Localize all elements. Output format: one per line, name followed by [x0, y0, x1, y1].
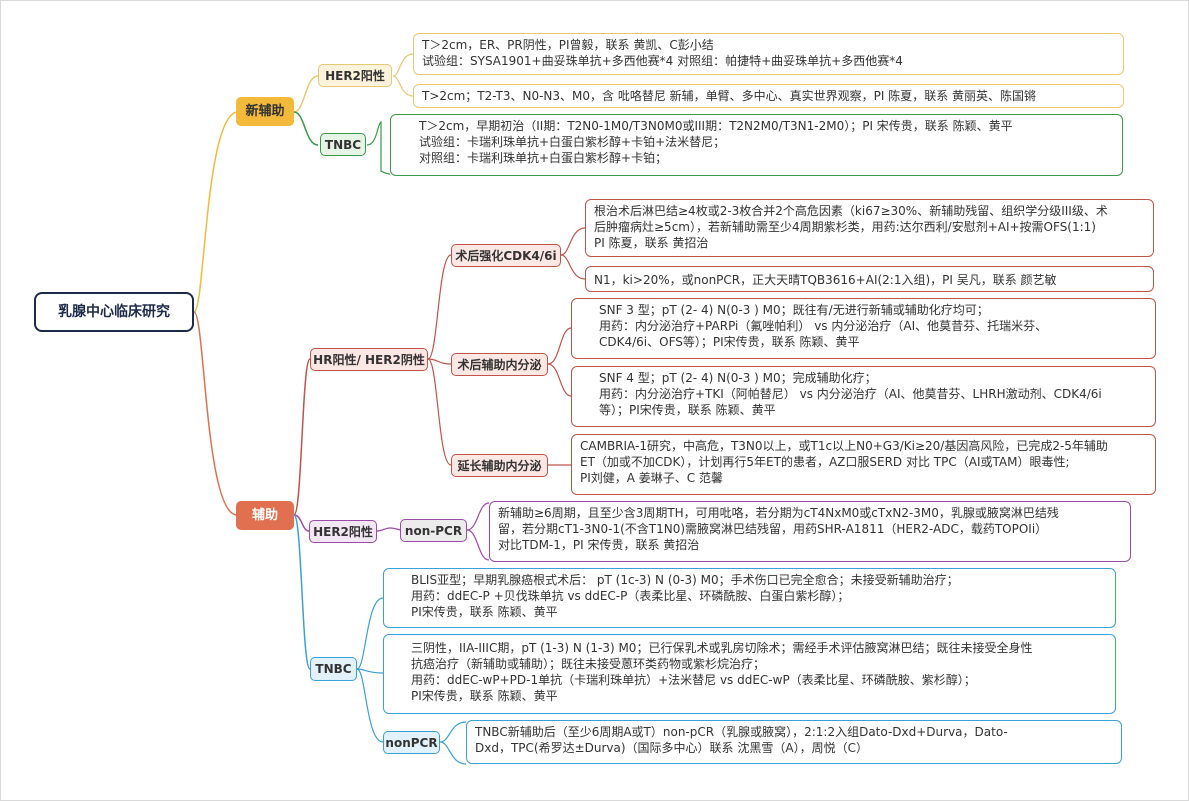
leaf-endo-1[interactable]: SNF 3 型；pT (2- 4) N(0-3 ) M0；既往有/无进行新辅或辅…	[571, 298, 1156, 359]
branch-cdk46i[interactable]: 术后强化CDK4/6i	[451, 244, 561, 267]
leaf-line: BLIS亚型；早期乳腺癌根式术后： pT (1c-3) N (0-3) M0；手…	[411, 573, 959, 587]
branch-endocrine[interactable]: 术后辅助内分泌	[451, 353, 548, 376]
leaf-line: 试验组：卡瑞利珠单抗+白蛋白紫杉醇+卡铂+法米替尼；	[419, 135, 726, 149]
leaf-line: 抗癌治疗（新辅助或辅助）；既往未接受蒽环类药物或紫杉烷治疗；	[411, 657, 766, 671]
leaf-line: PI宋传贵，联系 陈颖、黄平	[411, 689, 558, 703]
leaf-line: 新辅助≥6周期，且至少含3周期TH，可用吡咯，若分期为cT4NxM0或cTxN2…	[498, 506, 1059, 520]
leaf-line: N1，ki>20%，或nonPCR，正大天晴TQB3616+AI(2:1入组)，…	[594, 273, 1057, 287]
leaf-cdk-2[interactable]: N1，ki>20%，或nonPCR，正大天晴TQB3616+AI(2:1入组)，…	[585, 266, 1154, 292]
leaf-neo-tnbc-1[interactable]: T＞2cm，早期初治（II期：T2N0-1M0/T3N0M0或III期：T2N2…	[390, 114, 1123, 176]
leaf-line: 根治术后淋巴结≥4枚或2-3枚合并2个高危因素（ki67≥30%、新辅助残留、组…	[594, 204, 1108, 218]
branch-neoadjuvant[interactable]: 新辅助	[236, 97, 294, 126]
leaf-line: SNF 3 型；pT (2- 4) N(0-3 ) M0；既往有/无进行新辅或辅…	[599, 303, 989, 317]
leaf-line: PI宋传贵，联系 陈颖、黄平	[411, 605, 558, 619]
branch-her2-nonpcr[interactable]: non-PCR	[400, 519, 467, 542]
branch-adj-tnbc[interactable]: TNBC	[310, 657, 357, 681]
leaf-line: 留，若分期cT1-3N0-1(不含T1N0)需腋窝淋巴结残留，用药SHR-A18…	[498, 522, 1048, 536]
leaf-line: 对照组：卡瑞利珠单抗+白蛋白紫杉醇+卡铂；	[419, 151, 668, 165]
leaf-tnbc-2[interactable]: 三阴性，IIA-IIIC期，pT (1-3) N (1-3) M0；已行保乳术或…	[383, 634, 1116, 714]
leaf-line: T＞2cm，早期初治（II期：T2N0-1M0/T3N0M0或III期：T2N2…	[419, 119, 1013, 133]
leaf-line: 等）；PI宋传贵，联系 陈颖、黄平	[599, 403, 776, 417]
leaf-line: 用药：ddEC-wP+PD-1单抗（卡瑞利珠单抗）+法米替尼 vs ddEC-w…	[411, 673, 976, 687]
leaf-line: PI刘健，A 姜琳子、C 范馨	[580, 471, 723, 485]
branch-adjuvant[interactable]: 辅助	[236, 501, 294, 530]
leaf-line: 用药：内分泌治疗+TKI（阿帕替尼） vs 内分泌治疗（AI、他莫昔芬、LHRH…	[599, 387, 1102, 401]
leaf-line: PI 陈夏，联系 黄招治	[594, 236, 709, 250]
leaf-line: CDK4/6i、OFS等）；PI宋传贵，联系 陈颖、黄平	[599, 335, 860, 349]
branch-hr-positive[interactable]: HR阳性/ HER2阴性	[310, 348, 428, 371]
branch-neo-her2[interactable]: HER2阳性	[318, 64, 392, 87]
leaf-line: T>2cm；T2-T3、N0-N3、M0，含 吡咯替尼 新辅，单臂、多中心、真实…	[422, 89, 1037, 103]
leaf-ext-1[interactable]: CAMBRIA-1研究，中高危，T3N0以上，或T1c以上N0+G3/Ki≥20…	[571, 434, 1156, 495]
leaf-line: 三阴性，IIA-IIIC期，pT (1-3) N (1-3) M0；已行保乳术或…	[411, 641, 1033, 655]
leaf-line: SNF 4 型；pT (2- 4) N(0-3 ) M0；完成辅助化疗；	[599, 371, 877, 385]
leaf-line: 用药：ddEC-P +贝伐珠单抗 vs ddEC-P（表柔比星、环磷酰胺、白蛋白…	[411, 589, 850, 603]
leaf-line: CAMBRIA-1研究，中高危，T3N0以上，或T1c以上N0+G3/Ki≥20…	[580, 439, 1108, 453]
leaf-tnbc-nonpcr-1[interactable]: TNBC新辅助后（至少6周期A或T）non-pCR（乳腺或腋窝），2:1:2入组…	[466, 720, 1122, 764]
leaf-line: TNBC新辅助后（至少6周期A或T）non-pCR（乳腺或腋窝），2:1:2入组…	[475, 725, 1008, 739]
leaf-neo-her2-2[interactable]: T>2cm；T2-T3、N0-N3、M0，含 吡咯替尼 新辅，单臂、多中心、真实…	[413, 84, 1124, 108]
leaf-line: Dxd，TPC(希罗达±Durva)（国际多中心）联系 沈黑雪（A），周悦（C）	[475, 741, 868, 755]
root-node[interactable]: 乳腺中心临床研究	[34, 292, 194, 332]
leaf-line: 试验组：SYSA1901+曲妥珠单抗+多西他赛*4 对照组：帕捷特+曲妥珠单抗+…	[422, 54, 903, 68]
branch-tnbc-nonpcr[interactable]: nonPCR	[383, 731, 440, 754]
leaf-line: ET（加或不加CDK），计划再行5年ET的患者，AZ口服SERD 对比 TPC（…	[580, 455, 1070, 469]
leaf-endo-2[interactable]: SNF 4 型；pT (2- 4) N(0-3 ) M0；完成辅助化疗； 用药：…	[571, 366, 1156, 427]
branch-adj-her2[interactable]: HER2阳性	[309, 520, 377, 543]
leaf-line: 对比TDM-1，PI 宋传贵，联系 黄招治	[498, 538, 700, 552]
branch-extended-endocrine[interactable]: 延长辅助内分泌	[451, 454, 548, 477]
leaf-cdk-1[interactable]: 根治术后淋巴结≥4枚或2-3枚合并2个高危因素（ki67≥30%、新辅助残留、组…	[585, 199, 1154, 257]
branch-neo-tnbc[interactable]: TNBC	[320, 133, 366, 156]
leaf-line: 后肿瘤病灶≥5cm），若新辅助需至少4周期紫杉类，用药:达尔西利/安慰剂+AI+…	[594, 220, 1096, 234]
leaf-her2-nonpcr-1[interactable]: 新辅助≥6周期，且至少含3周期TH，可用吡咯，若分期为cT4NxM0或cTxN2…	[489, 501, 1131, 562]
leaf-neo-her2-1[interactable]: T＞2cm，ER、PR阴性，PI曾毅，联系 黄凯、C彭小结 试验组：SYSA19…	[413, 33, 1124, 75]
leaf-tnbc-1[interactable]: BLIS亚型；早期乳腺癌根式术后： pT (1c-3) N (0-3) M0；手…	[383, 568, 1116, 628]
leaf-line: 用药：内分泌治疗+PARPi（氟唑帕利） vs 内分泌治疗（AI、他莫昔芬、托瑞…	[599, 319, 1048, 333]
leaf-line: T＞2cm，ER、PR阴性，PI曾毅，联系 黄凯、C彭小结	[422, 38, 714, 52]
